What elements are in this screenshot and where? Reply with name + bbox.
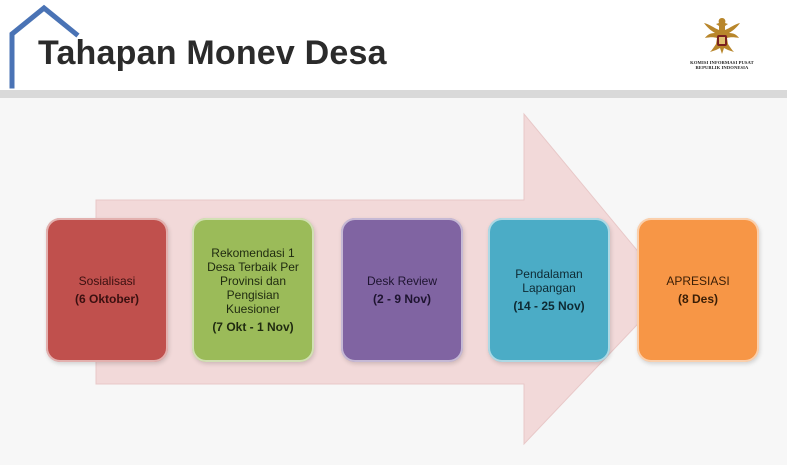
- step-apresiasi: APRESIASI (8 Des): [637, 218, 759, 362]
- emblem-caption-line1: KOMISI INFORMASI PUSAT: [690, 60, 754, 65]
- step-date: (14 - 25 Nov): [513, 298, 585, 313]
- step-date: (8 Des): [677, 291, 718, 306]
- step-label: Sosialisasi: [78, 273, 136, 288]
- step-label: Rekomendasi 1 Desa Terbaik Per Provinsi …: [207, 245, 299, 316]
- header-divider: [0, 90, 787, 98]
- garuda-emblem-icon: [704, 18, 740, 54]
- page-title: Tahapan Monev Desa: [38, 34, 387, 72]
- step-date: (2 - 9 Nov): [372, 291, 431, 306]
- step-pendalaman-lapangan: Pendalaman Lapangan (14 - 25 Nov): [488, 218, 610, 362]
- step-sosialisasi: Sosialisasi (6 Oktober): [46, 218, 168, 362]
- emblem-caption: KOMISI INFORMASI PUSAT REPUBLIK INDONESI…: [670, 60, 774, 71]
- step-date: (7 Okt - 1 Nov): [212, 319, 294, 334]
- header-band: [0, 0, 787, 95]
- house-outline-icon: [9, 4, 80, 89]
- step-label: Pendalaman Lapangan: [515, 266, 583, 295]
- emblem-caption-line2: REPUBLIK INDONESIA: [695, 65, 749, 71]
- step-date: (6 Oktober): [74, 291, 139, 306]
- step-label: Desk Review: [366, 273, 438, 288]
- step-rekomendasi: Rekomendasi 1 Desa Terbaik Per Provinsi …: [192, 218, 314, 362]
- step-desk-review: Desk Review (2 - 9 Nov): [341, 218, 463, 362]
- step-label: APRESIASI: [666, 273, 730, 288]
